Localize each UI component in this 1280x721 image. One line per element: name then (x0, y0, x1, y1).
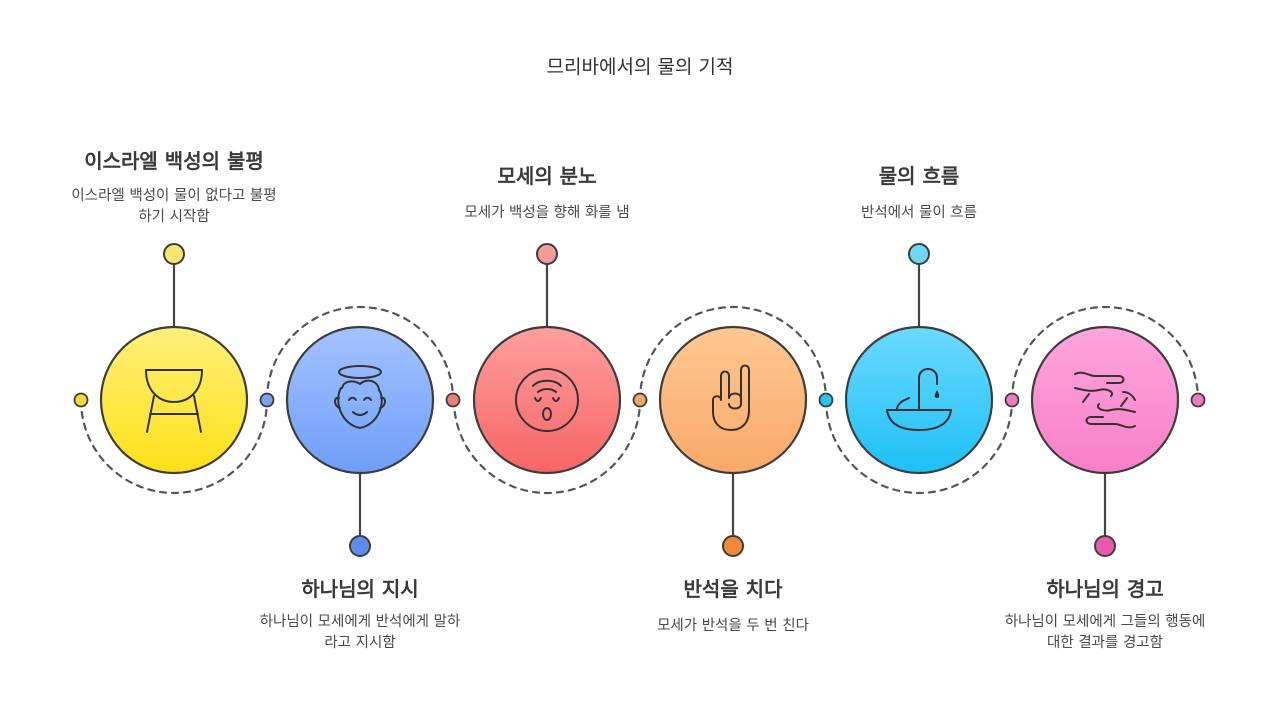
hands-icon (1074, 371, 1136, 429)
icon-stroke (720, 370, 730, 399)
step-description-line: 모세가 반석을 두 번 친다 (657, 618, 809, 634)
icon-stroke (1122, 391, 1136, 401)
junction-dot (1190, 392, 1206, 408)
step-circle (658, 325, 808, 475)
junction-dot (73, 392, 89, 408)
step-title: 하나님의 지시 (301, 577, 419, 601)
icon-stroke (341, 379, 380, 391)
junction-dot (1004, 392, 1020, 408)
step-description-line: 라고 지시함 (324, 635, 396, 651)
icon-stroke (728, 403, 742, 410)
icon-stroke (886, 409, 952, 431)
angel-face-icon (334, 365, 386, 429)
icon-stroke (348, 396, 357, 401)
dashed-connector (824, 398, 1014, 495)
step-title: 모세의 분노 (497, 164, 597, 188)
step-description-line: 하나님이 모세에게 그들의 행동에 (1004, 614, 1206, 630)
icon-stroke (1097, 403, 1136, 413)
step-title: 반석을 치다 (683, 577, 783, 601)
icon-stroke (363, 396, 372, 401)
icon-stroke (896, 397, 910, 411)
dashed-connector (638, 305, 828, 402)
icon-stroke (712, 364, 750, 431)
step-description-line: 이스라엘 백성이 물이 없다고 불평 (71, 188, 277, 204)
step-description: 모세가 반석을 두 번 친다 (608, 616, 858, 637)
step-circle (285, 325, 435, 475)
icon-stroke (379, 396, 386, 409)
water-fountain-icon (886, 368, 952, 431)
icon-stroke (918, 368, 938, 411)
hand-gesture-icon (712, 364, 750, 431)
water-drop (934, 390, 940, 398)
step-marker-dot (536, 243, 558, 265)
step-title: 하나님의 경고 (1046, 577, 1164, 601)
step-marker-dot (722, 535, 744, 557)
angry-face-icon (515, 368, 579, 432)
icon-stroke (1074, 371, 1125, 384)
icon-stroke (352, 411, 368, 416)
icon-stroke (537, 388, 557, 393)
junction-dot (445, 392, 461, 408)
icon-stroke (145, 369, 203, 403)
icon-stroke (337, 387, 383, 429)
step-description: 반석에서 물이 흐름 (794, 203, 1044, 224)
dashed-connector (79, 398, 269, 495)
step-circle (472, 325, 622, 475)
dashed-connector (265, 305, 455, 402)
step-description-line: 하나님이 모세에게 반석에게 말하 (259, 614, 461, 630)
step-marker-dot (349, 535, 371, 557)
junction-dot (259, 392, 275, 408)
step-title: 물의 흐름 (878, 164, 960, 188)
step-marker-dot (163, 243, 185, 265)
step-description-line: 반석에서 물이 흐름 (861, 205, 977, 221)
icon-stroke (728, 392, 742, 405)
icon-stroke (334, 396, 341, 409)
grill-icon (145, 369, 203, 433)
icon-stroke (1082, 393, 1090, 403)
step-marker-dot (908, 243, 930, 265)
step-description-line: 하기 시작함 (138, 209, 210, 225)
dashed-connector (452, 398, 642, 495)
junction-dot (818, 392, 834, 408)
junction-dot (632, 392, 648, 408)
step-circle (1030, 325, 1180, 475)
icon-stroke (1120, 397, 1128, 407)
icon-stroke (532, 379, 562, 387)
face-stroke (515, 368, 579, 432)
icon-stroke (534, 397, 542, 402)
step-marker-dot (1094, 535, 1116, 557)
step-circle (99, 325, 249, 475)
halo-stroke (338, 365, 382, 379)
icon-stroke (552, 397, 560, 402)
step-title: 이스라엘 백성의 불평 (84, 149, 264, 173)
dashed-connector (1010, 305, 1200, 402)
icon-stroke (1074, 387, 1113, 397)
mouth-stroke (542, 407, 552, 421)
step-description-line: 모세가 백성을 향해 화를 냄 (464, 205, 630, 221)
step-description-line: 대한 결과를 경고함 (1047, 635, 1163, 651)
step-description: 모세가 백성을 향해 화를 냄 (422, 203, 672, 224)
diagram-title: 므리바에서의 물의 기적 (546, 56, 734, 78)
icon-stroke (1085, 416, 1136, 429)
